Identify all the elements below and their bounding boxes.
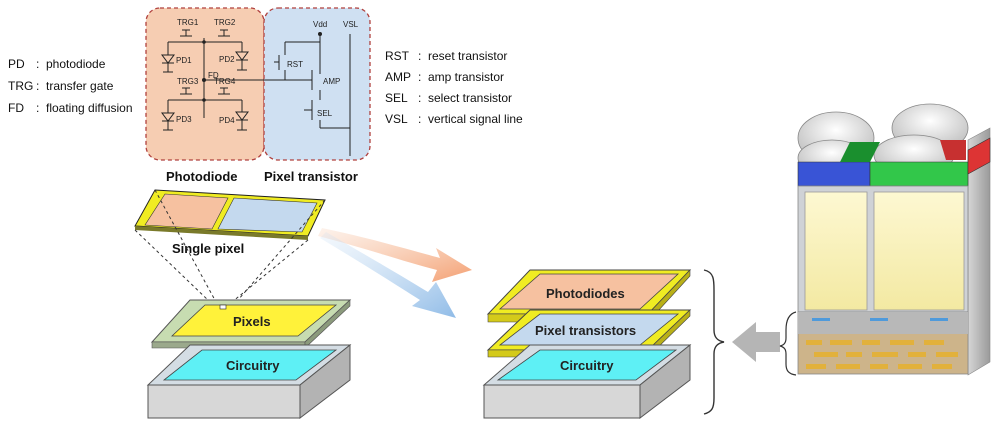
amp-label: AMP bbox=[323, 77, 340, 86]
left-pixels-layer bbox=[150, 299, 352, 349]
legend-right: RST : reset transistor AMP : amp transis… bbox=[385, 49, 523, 126]
transistor-circuit-box bbox=[263, 7, 371, 161]
legend-sel-desc: select transistor bbox=[428, 91, 512, 105]
legend-sel-abbr: SEL bbox=[385, 91, 408, 105]
legend-amp-abbr: AMP bbox=[385, 70, 411, 84]
single-pixel-heading: Single pixel bbox=[172, 241, 244, 256]
legend-vsl-sep: : bbox=[418, 112, 421, 126]
legend-left: PD : photodiode TRG : transfer gate FD :… bbox=[8, 57, 133, 115]
pixel-transistors-label: Pixel transistors bbox=[535, 323, 636, 338]
left-circuitry-label: Circuitry bbox=[226, 358, 280, 373]
legend-rst-desc: reset transistor bbox=[428, 49, 507, 63]
orange-transfer-arrow bbox=[318, 228, 472, 282]
trg1-label: TRG1 bbox=[177, 18, 199, 27]
right-circuitry-label: Circuitry bbox=[560, 358, 614, 373]
sel-label: SEL bbox=[317, 109, 333, 118]
fd-label: FD bbox=[208, 71, 219, 80]
pd3-label: PD3 bbox=[176, 115, 192, 124]
trg4-label: TRG4 bbox=[214, 77, 236, 86]
projection-lines bbox=[134, 189, 326, 303]
pixel-transistor-heading: Pixel transistor bbox=[264, 169, 358, 184]
single-pixel-tile bbox=[134, 189, 326, 240]
legend-sel-sep: : bbox=[418, 91, 421, 105]
pixels-label: Pixels bbox=[233, 314, 271, 329]
legend-rst-abbr: RST bbox=[385, 49, 410, 63]
right-pixel-transistors-layer bbox=[486, 309, 692, 358]
stack-brace bbox=[703, 269, 725, 415]
gray-arrow bbox=[732, 322, 780, 362]
rst-label: RST bbox=[287, 60, 303, 69]
photodiode-heading: Photodiode bbox=[166, 169, 238, 184]
trg3-label: TRG3 bbox=[177, 77, 199, 86]
sensor-3d-illustration bbox=[797, 103, 991, 376]
legend-pd-abbr: PD bbox=[8, 57, 25, 71]
legend-fd-desc: floating diffusion bbox=[46, 101, 133, 115]
bus-node-top bbox=[202, 40, 206, 44]
pd1-label: PD1 bbox=[176, 56, 192, 65]
legend-amp-desc: amp transistor bbox=[428, 70, 504, 84]
photodiodes-label: Photodiodes bbox=[546, 286, 625, 301]
right-circuitry-layer bbox=[482, 343, 692, 420]
legend-vsl-desc: vertical signal line bbox=[428, 112, 523, 126]
pd2-label: PD2 bbox=[219, 55, 235, 64]
legend-pd-desc: photodiode bbox=[46, 57, 106, 71]
photodiode-circuit-box bbox=[145, 7, 265, 161]
legend-rst-sep: : bbox=[418, 49, 421, 63]
legend-trg-sep: : bbox=[36, 79, 39, 93]
vsl-label: VSL bbox=[343, 20, 359, 29]
vdd-node bbox=[318, 32, 322, 36]
legend-fd-abbr: FD bbox=[8, 101, 24, 115]
legend-vsl-abbr: VSL bbox=[385, 112, 408, 126]
photodiode-circuit-wiring bbox=[161, 29, 300, 131]
left-circuitry-layer bbox=[146, 343, 352, 420]
transistor-circuit-wiring bbox=[274, 34, 351, 156]
legend-pd-sep: : bbox=[36, 57, 39, 71]
legend-trg-desc: transfer gate bbox=[46, 79, 114, 93]
blue-transfer-arrow bbox=[320, 232, 456, 318]
fd-node bbox=[202, 78, 206, 82]
pd4-label: PD4 bbox=[219, 116, 235, 125]
legend-amp-sep: : bbox=[418, 70, 421, 84]
vdd-label: Vdd bbox=[313, 20, 327, 29]
sensor-brace bbox=[779, 311, 797, 376]
legend-fd-sep: : bbox=[36, 101, 39, 115]
legend-trg-abbr: TRG bbox=[8, 79, 33, 93]
trg2-label: TRG2 bbox=[214, 18, 236, 27]
bus-node-bottom bbox=[202, 98, 206, 102]
